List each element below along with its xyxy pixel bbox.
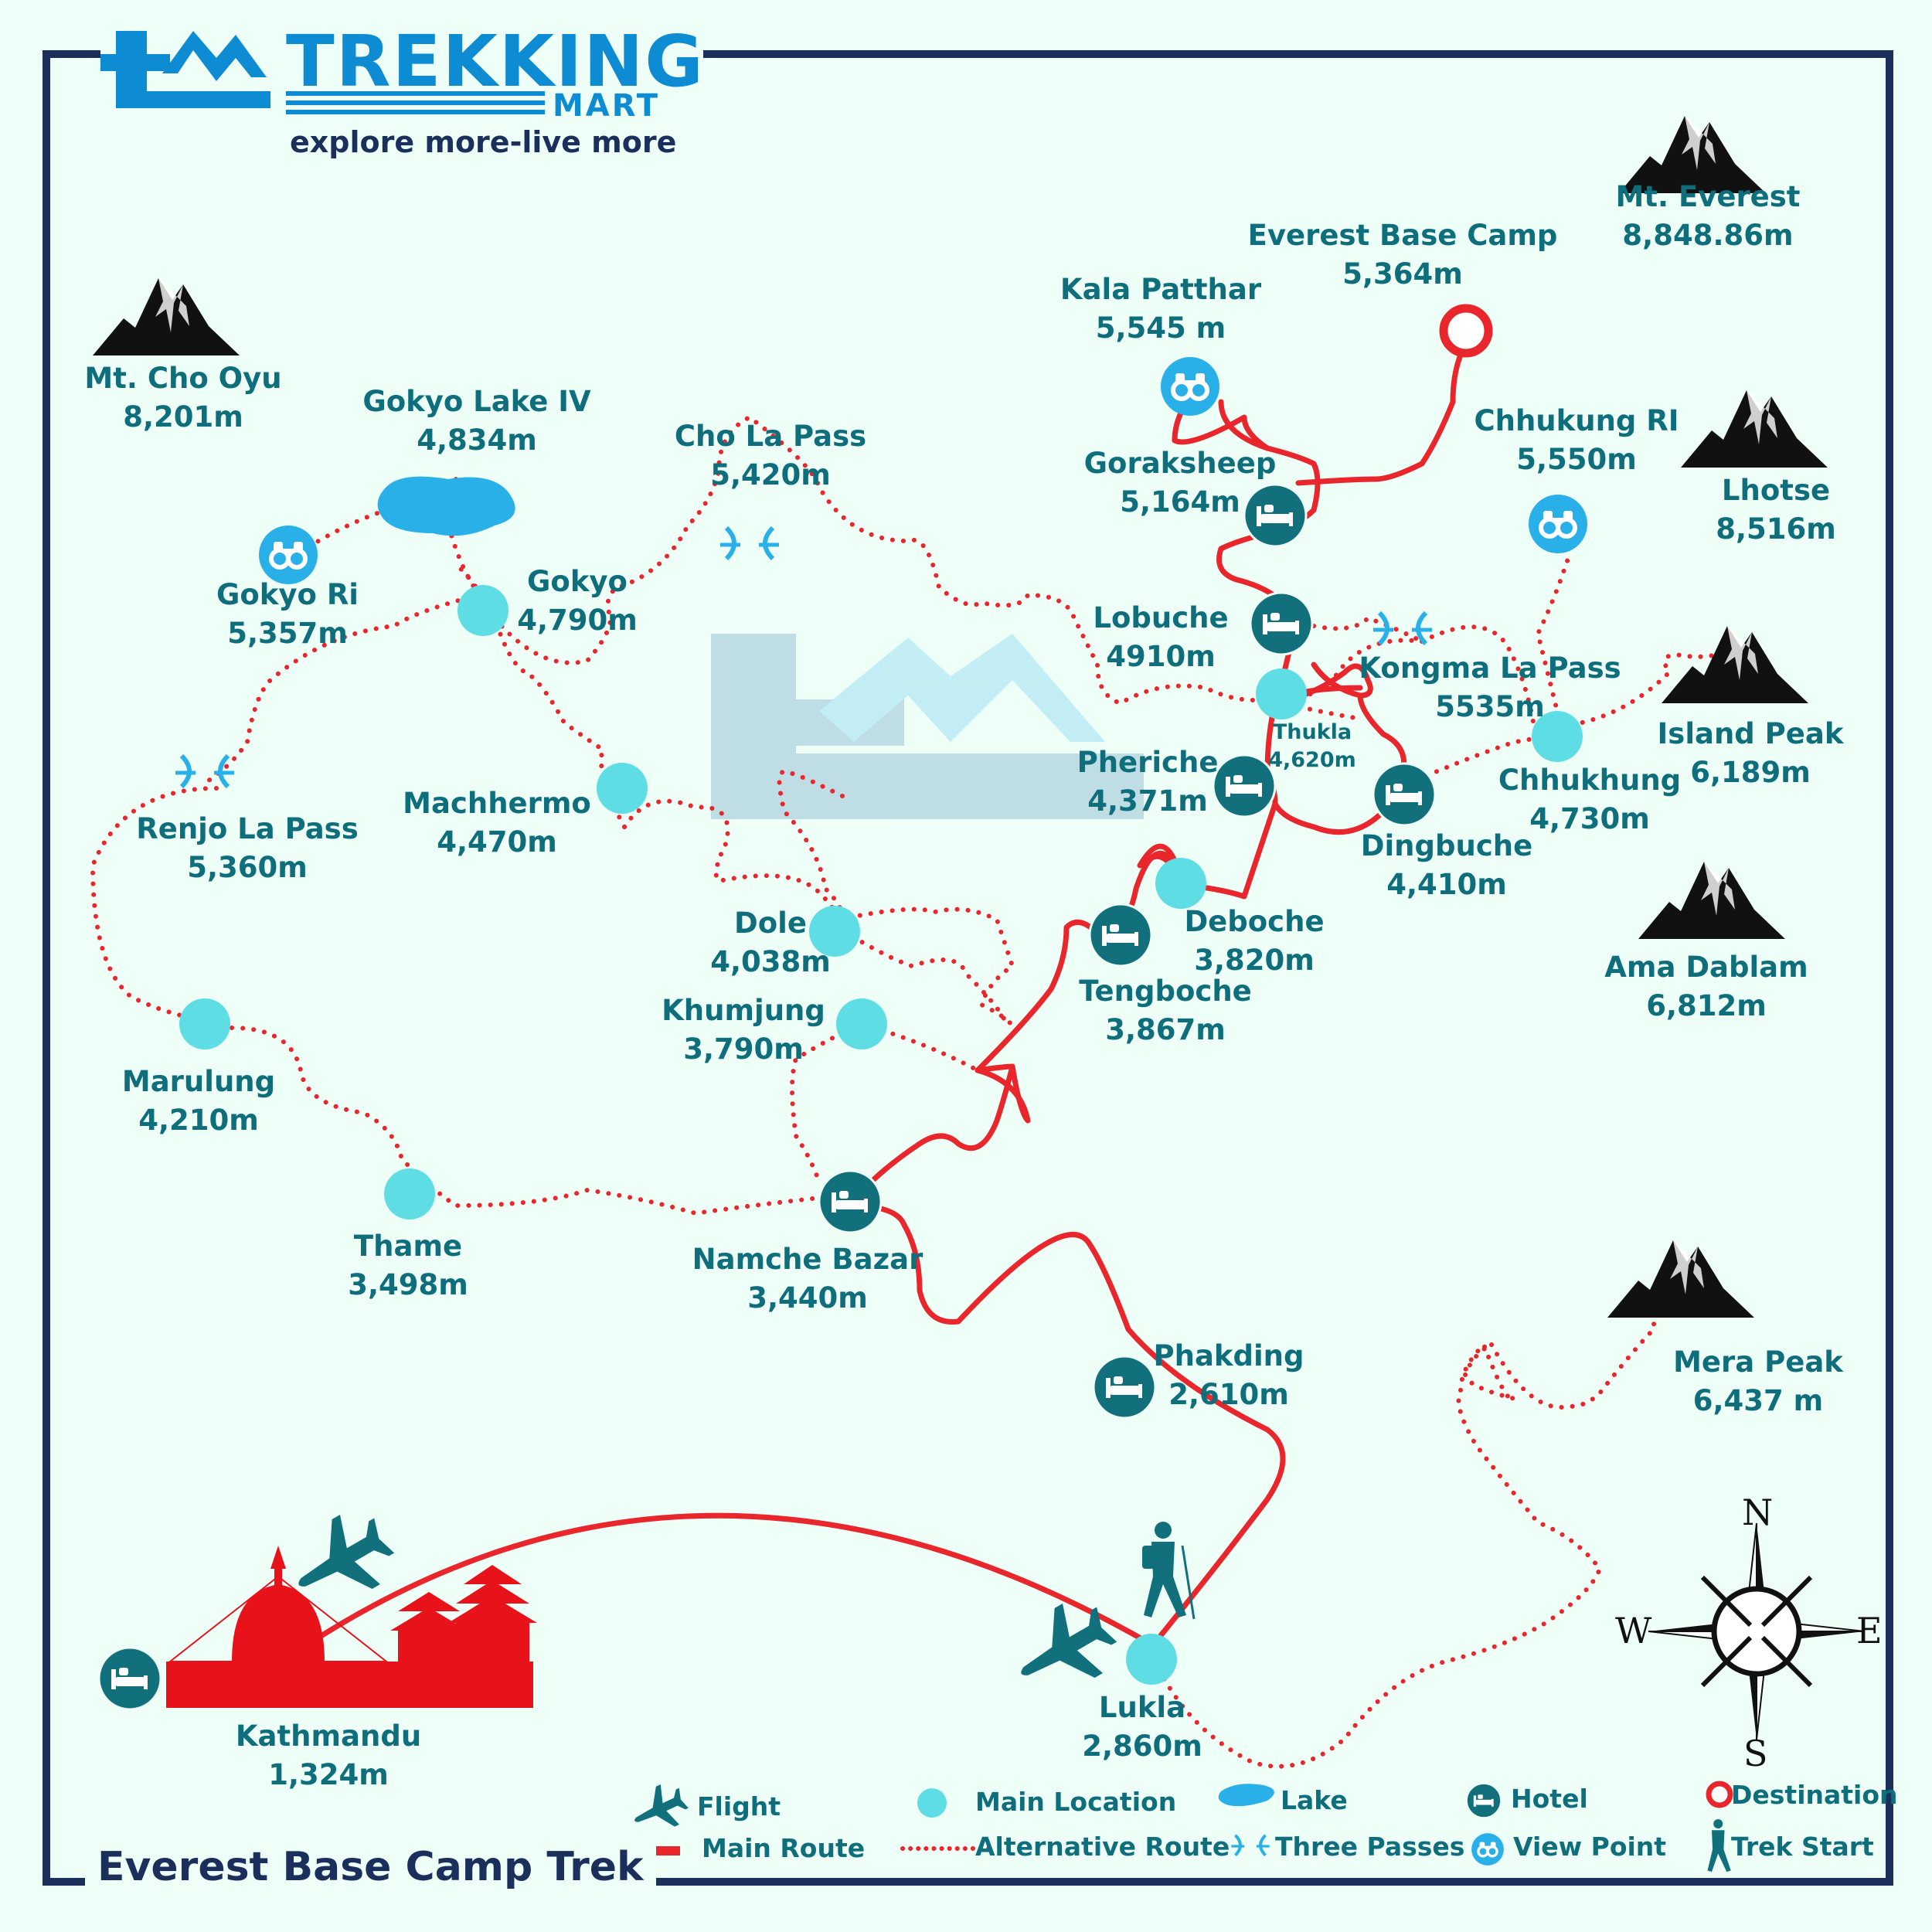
- watermark-logo: [711, 634, 1144, 819]
- brand-tagline: explore more-live more: [290, 125, 677, 159]
- brand-logo[interactable]: TREKKING MART explore more-live more: [100, 9, 703, 164]
- legend-icons: [625, 1777, 1733, 1872]
- location-nodes: [179, 585, 1583, 1685]
- legend-main-location: Main Location: [975, 1787, 1177, 1817]
- legend-destination: Destination: [1731, 1780, 1898, 1810]
- kathmandu-skyline: [166, 1546, 537, 1708]
- compass-south: S: [1743, 1733, 1768, 1774]
- brand-stripes: [286, 91, 545, 114]
- brand-mark-icon: [100, 31, 270, 108]
- legend-hotel: Hotel: [1511, 1784, 1588, 1814]
- destination-icon: [1439, 304, 1493, 358]
- brand-name: TREKKING: [286, 20, 705, 103]
- compass-west: W: [1615, 1610, 1652, 1651]
- hiker-icon: [1142, 1522, 1196, 1620]
- compass-north: N: [1742, 1492, 1774, 1533]
- compass-east: E: [1856, 1610, 1883, 1651]
- legend-passes: Three Passes: [1275, 1832, 1465, 1862]
- legend-main-route: Main Route: [702, 1833, 866, 1863]
- legend-viewpoint: View Point: [1513, 1832, 1667, 1862]
- legend-lake: Lake: [1281, 1785, 1348, 1815]
- legend-alt-route: Alternative Route: [975, 1832, 1230, 1862]
- legend-flight: Flight: [697, 1791, 781, 1821]
- legend-trek-start: Trek Start: [1731, 1832, 1874, 1862]
- compass-rose: [1648, 1522, 1866, 1740]
- map-title: Everest Base Camp Trek: [85, 1844, 656, 1890]
- lake-icon: [377, 476, 515, 536]
- brand-subname: MART: [553, 88, 661, 124]
